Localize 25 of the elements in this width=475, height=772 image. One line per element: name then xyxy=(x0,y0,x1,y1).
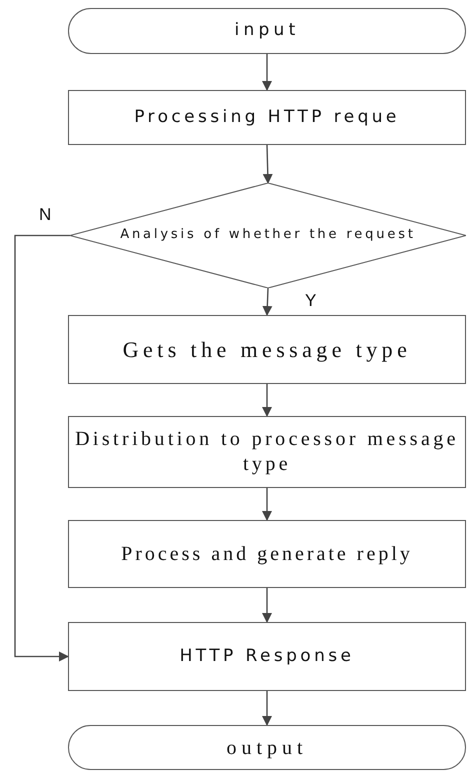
process-box xyxy=(68,90,466,145)
process-box xyxy=(68,622,466,691)
arrow xyxy=(262,691,272,726)
decision-diamond xyxy=(70,183,466,288)
node-text: output xyxy=(226,736,308,760)
process-box xyxy=(68,416,466,488)
terminal-pill xyxy=(68,8,466,54)
arrow xyxy=(262,288,272,316)
node-text: Processing HTTP reque xyxy=(134,106,400,129)
node-text: Analysis of whether the request xyxy=(119,226,417,244)
node-text: Process and generate reply xyxy=(121,542,413,567)
process-box xyxy=(68,520,466,588)
node-text: Distribution to processor message type xyxy=(74,427,460,477)
arrow xyxy=(14,234,70,662)
node-text: HTTP Response xyxy=(180,644,354,668)
node-text: Gets the message type xyxy=(122,336,412,364)
arrow xyxy=(262,488,272,521)
node-text: input xyxy=(234,19,300,42)
terminal-pill xyxy=(68,725,466,770)
arrow xyxy=(262,144,273,184)
process-box xyxy=(68,315,466,384)
edge-label: Y xyxy=(303,292,318,309)
arrow xyxy=(262,54,272,91)
arrow xyxy=(262,384,272,417)
arrow xyxy=(262,588,272,623)
